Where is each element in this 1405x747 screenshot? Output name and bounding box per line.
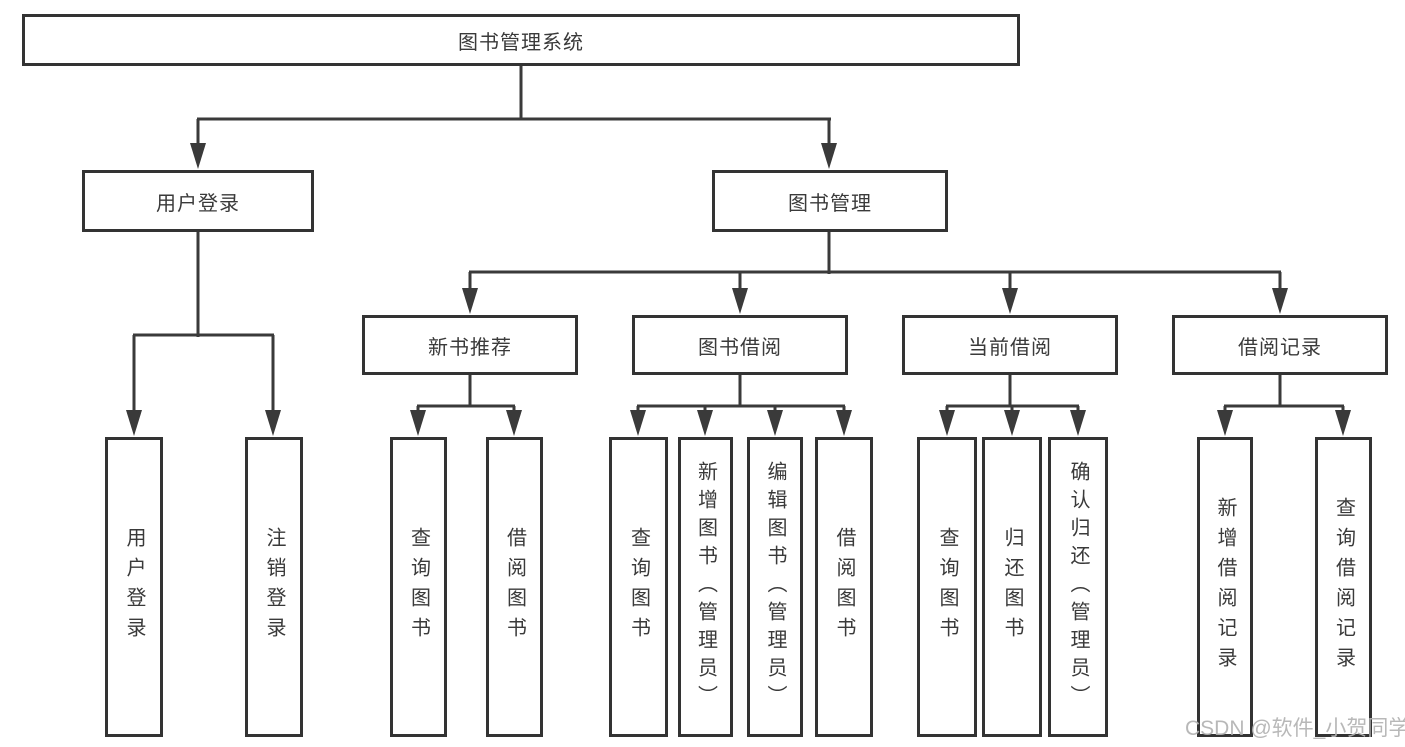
arrowheads — [126, 143, 1351, 436]
leaf-add-borrow-record: 新增借阅记录 — [1197, 437, 1253, 737]
leaf-edit-books-admin: 编辑图书（管理员） — [747, 437, 803, 737]
node-user-login: 用户登录 — [82, 170, 314, 232]
leaf-return-books: 归还图书 — [982, 437, 1042, 737]
node-current-borrowing: 当前借阅 — [902, 315, 1118, 375]
node-book-management: 图书管理 — [712, 170, 948, 232]
leaf-query-borrow-record: 查询借阅记录 — [1315, 437, 1372, 737]
node-new-book-recommend: 新书推荐 — [362, 315, 578, 375]
csdn-watermark: CSDN @软件_小贺同学 — [1185, 717, 1405, 740]
leaf-add-books-admin: 新增图书（管理员） — [678, 437, 733, 737]
leaf-user-login: 用户登录 — [105, 437, 163, 737]
leaf-query-books-2: 查询图书 — [609, 437, 668, 737]
node-library-management-system: 图书管理系统 — [22, 14, 1020, 66]
leaf-query-books-3: 查询图书 — [917, 437, 977, 737]
node-borrowing-records: 借阅记录 — [1172, 315, 1388, 375]
node-book-borrowing: 图书借阅 — [632, 315, 848, 375]
leaf-borrow-books-2: 借阅图书 — [815, 437, 873, 737]
leaf-query-books-1: 查询图书 — [390, 437, 447, 737]
leaf-confirm-return-admin: 确认归还（管理员） — [1048, 437, 1108, 737]
leaf-borrow-books-1: 借阅图书 — [486, 437, 543, 737]
leaf-logout: 注销登录 — [245, 437, 303, 737]
